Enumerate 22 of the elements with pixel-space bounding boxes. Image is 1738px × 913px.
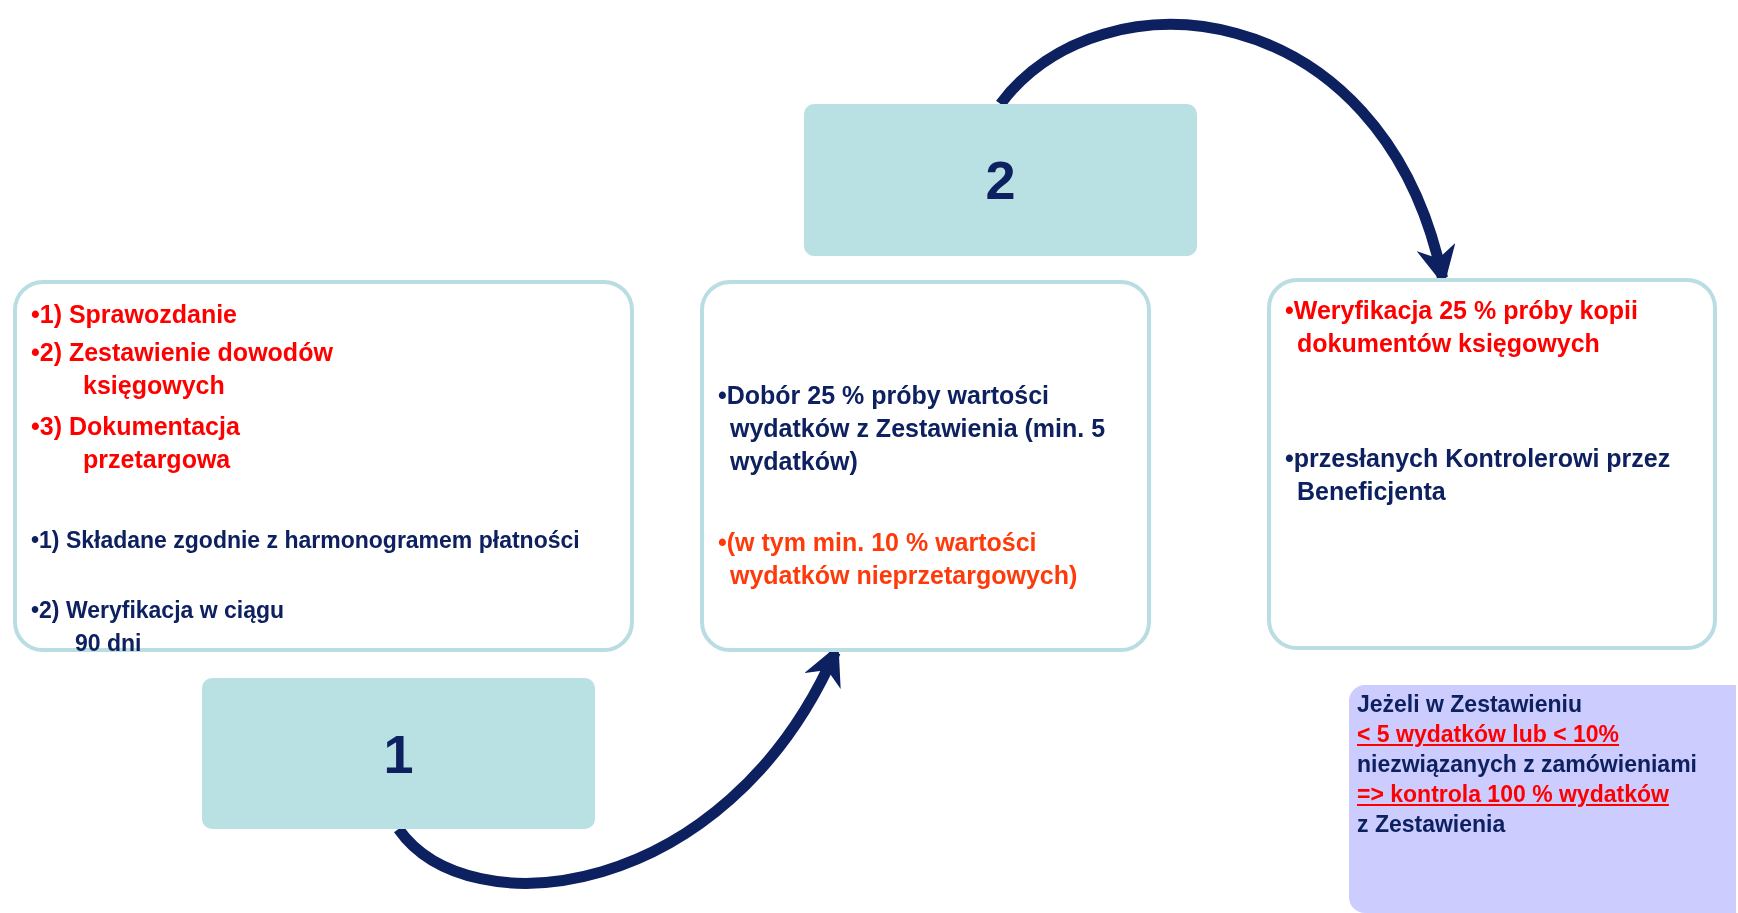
note-text: => kontrola 100 % wydatków: [1357, 780, 1670, 809]
step-box: [804, 104, 1197, 256]
content-box: [700, 280, 1151, 652]
note-text: < 5 wydatków lub < 10%: [1357, 720, 1621, 749]
step-box: [202, 678, 595, 829]
bullet-text: •(w tym min. 10 % wartości wydatków nieprzetargowych): [718, 527, 1079, 591]
bullet-text: •1) Sprawozdanie: [31, 299, 239, 330]
step-number: 1: [382, 722, 415, 785]
bullet-text: •2) Zestawienie dowodów księgowych: [31, 337, 334, 401]
note-text: z Zestawienia: [1357, 810, 1507, 839]
bullet-text: •przesłanych Kontrolerowi przez Beneficjenta: [1285, 443, 1672, 507]
bullet-text: •1) Składane zgodnie z harmonogramem płatności: [31, 526, 581, 555]
note-text: Jeżeli w Zestawieniu: [1357, 690, 1583, 719]
note-box: [1349, 685, 1736, 913]
note-text: niezwiązanych z zamówieniami: [1357, 750, 1698, 779]
content-box: [1267, 278, 1717, 650]
bullet-text: •Dobór 25 % próby wartości wydatków z Zestawienia (min. 5 wydatków): [718, 380, 1107, 477]
content-box: [13, 280, 634, 652]
bullet-text: •Weryfikacja 25 % próby kopii dokumentów księgowych: [1285, 295, 1639, 359]
bullet-text: •3) Dokumentacja przetargowa: [31, 411, 241, 475]
bullet-text: •2) Weryfikacja w ciągu 90 dni: [31, 596, 286, 658]
step-number: 2: [984, 149, 1017, 211]
